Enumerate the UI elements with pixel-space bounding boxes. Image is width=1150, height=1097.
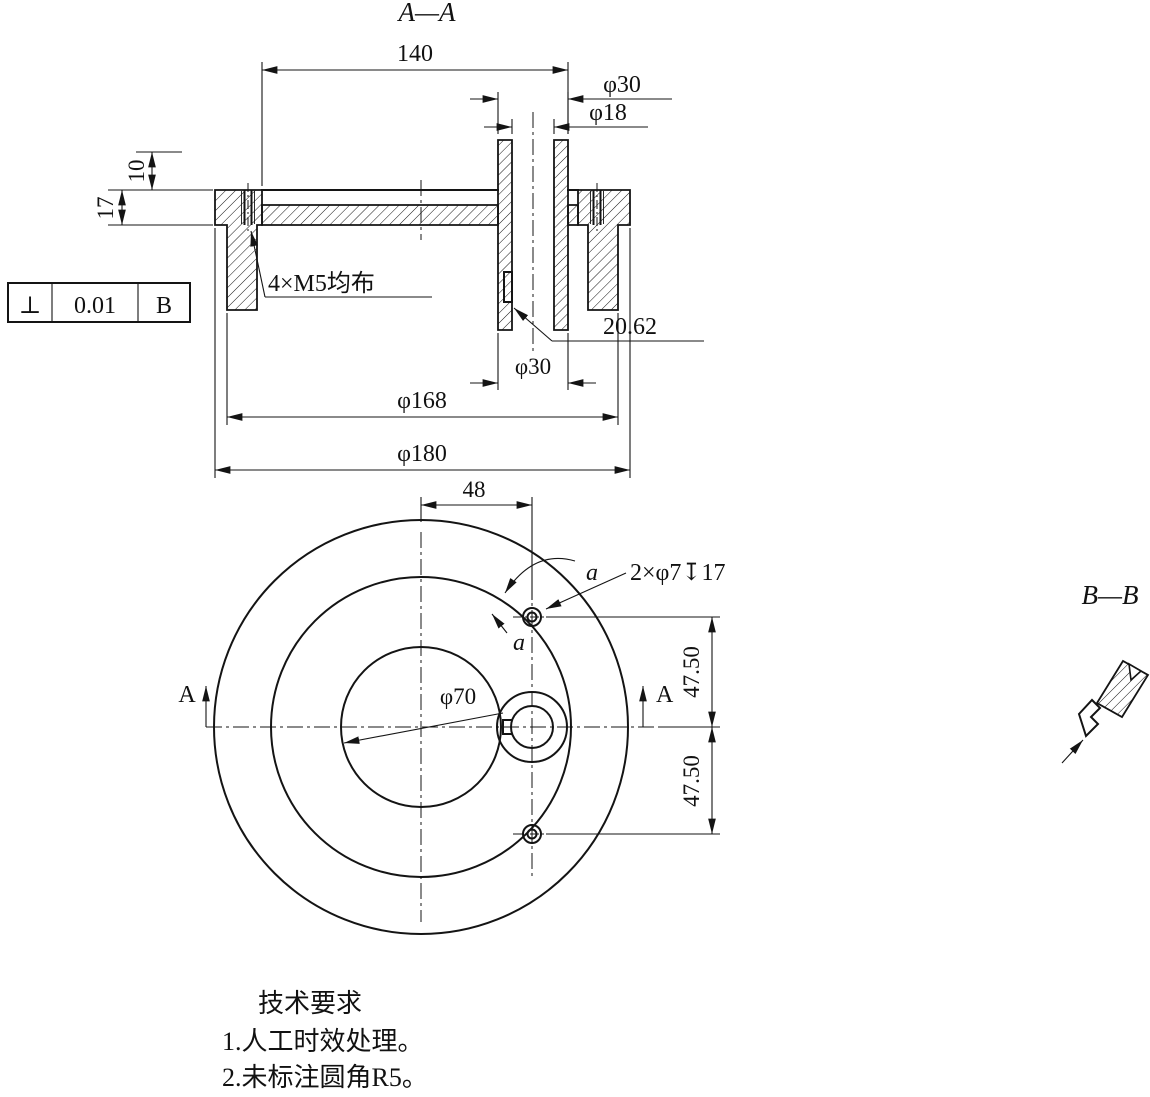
dim-140: 140 (261, 41, 569, 186)
svg-text:47.50: 47.50 (679, 755, 704, 807)
svg-text:2×φ7↧17: 2×φ7↧17 (630, 560, 726, 586)
svg-text:A: A (656, 682, 674, 708)
tech-requirements: 技术要求 1.人工时效处理。 2.未标注圆角R5。 (222, 989, 428, 1092)
bb-notch (1128, 662, 1143, 682)
small-hole-upper (513, 607, 551, 627)
svg-text:140: 140 (397, 41, 433, 67)
dim-phi18: φ18 (484, 100, 648, 134)
gdt-frame: ⊥ 0.01 B (7, 282, 191, 323)
hub-left-wall-section (497, 139, 513, 331)
tech-requirements-title: 技术要求 (258, 989, 362, 1018)
dim-20-62: 20.62 (513, 307, 704, 342)
gdt-datum: B (156, 293, 172, 319)
svg-text:17: 17 (93, 197, 118, 220)
dim-47-50-upper: 47.50 (546, 616, 720, 728)
web-right-section (567, 204, 579, 226)
dim-10: 10 (108, 151, 213, 191)
section-bb-title: B—B (1082, 580, 1139, 610)
dim-47-50-lower: 47.50 (546, 727, 720, 835)
bb-cut-block (1095, 659, 1150, 719)
small-hole-lower (513, 824, 551, 844)
svg-text:φ70: φ70 (440, 684, 476, 709)
label-a-2: a (513, 630, 525, 656)
m5-tapped-hole-right (590, 183, 604, 232)
svg-text:φ30: φ30 (603, 72, 641, 98)
svg-text:φ168: φ168 (397, 388, 447, 414)
web-left-section (261, 204, 499, 226)
thread-note: 4×M5均布 (250, 230, 432, 298)
dim-48: 48 (420, 477, 533, 600)
dim-phi70: φ70 (343, 684, 504, 744)
hub-right-wall-section (553, 139, 569, 331)
gdt-tolerance: 0.01 (74, 293, 116, 319)
svg-text:A: A (178, 682, 196, 708)
section-aa-title: A—A (397, 0, 457, 27)
dim-phi168: φ168 (226, 313, 619, 425)
svg-text:48: 48 (463, 477, 486, 502)
svg-text:φ30: φ30 (515, 354, 551, 379)
svg-text:4×M5均布: 4×M5均布 (268, 270, 375, 297)
dim-phi30-top: φ30 (470, 72, 672, 134)
section-view-aa: A—A (7, 0, 704, 478)
section-arrow-a-right: A (639, 682, 674, 727)
gdt-symbol: ⊥ (19, 293, 42, 319)
label-a-1: a (586, 560, 598, 586)
m5-tapped-hole-left (241, 183, 255, 232)
svg-text:φ180: φ180 (397, 441, 447, 467)
bb-thin-wall (1077, 698, 1102, 738)
dim-phi30-bottom: φ30 (470, 333, 596, 390)
keyway-slot (503, 271, 513, 303)
front-view: 48 2×φ7↧17 a a φ70 A A (178, 477, 726, 935)
section-arrow-a-left: A (178, 682, 210, 727)
local-section-marks: a a (491, 557, 598, 656)
svg-text:10: 10 (124, 160, 149, 183)
flange-left-section (214, 189, 263, 311)
hole-note: 2×φ7↧17 (545, 560, 726, 610)
section-view-bb: B—B (1061, 580, 1150, 764)
svg-text:φ18: φ18 (589, 100, 627, 126)
tech-requirement-2: 2.未标注圆角R5。 (222, 1063, 428, 1092)
bb-leader-arrow (1061, 739, 1084, 764)
hub-hole (496, 691, 568, 763)
svg-text:47.50: 47.50 (679, 646, 704, 698)
flange-right-section (577, 189, 631, 311)
tech-requirement-1: 1.人工时效处理。 (222, 1027, 424, 1056)
dim-phi180: φ180 (214, 228, 631, 478)
dim-17: 17 (93, 190, 213, 226)
